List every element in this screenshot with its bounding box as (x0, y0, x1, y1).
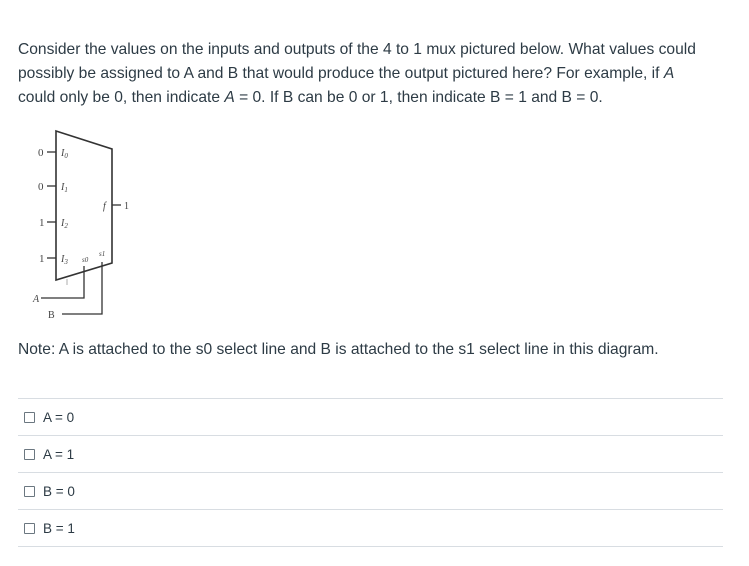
b-label: B (48, 310, 55, 321)
input-value-1: 0 (38, 181, 44, 193)
input-value-2: 1 (39, 217, 45, 229)
question-text: Consider the values on the inputs and ou… (18, 38, 733, 111)
output-label: f (103, 201, 107, 212)
input-label-3: I3 (60, 254, 68, 266)
checkbox[interactable] (24, 522, 35, 534)
question-line-2: possibly be assigned to A and B that wou… (18, 65, 675, 83)
mux-body (55, 129, 113, 282)
question-line-1: Consider the values on the inputs and ou… (18, 41, 696, 58)
s1-label: s1 (99, 250, 105, 258)
answer-label: B = 0 (43, 483, 75, 499)
answer-option-a-1[interactable]: A = 1 (18, 435, 723, 472)
checkbox[interactable] (24, 411, 35, 423)
output-value: 1 (124, 201, 129, 212)
answer-option-a-0[interactable]: A = 0 (18, 398, 723, 435)
input-label-2: I2 (60, 218, 68, 230)
input-value-3: 1 (39, 253, 45, 265)
s0-label: s0 (82, 256, 89, 264)
note-text: Note: A is attached to the s0 select lin… (18, 341, 659, 358)
s0-wire (41, 266, 85, 299)
answer-label: A = 0 (43, 409, 75, 425)
s1-wire (62, 262, 103, 315)
answer-options: A = 0 A = 1 B = 0 B = 1 (18, 398, 723, 547)
input-label-0: I0 (60, 148, 68, 160)
input-label-1: I1 (60, 182, 68, 194)
answer-option-b-0[interactable]: B = 0 (18, 472, 723, 509)
a-label: A (32, 294, 40, 305)
input-value-0: 0 (38, 147, 44, 159)
answer-option-b-1[interactable]: B = 1 (18, 509, 723, 547)
answer-label: A = 1 (43, 446, 75, 462)
answer-label: B = 1 (43, 520, 75, 536)
checkbox[interactable] (24, 485, 35, 497)
checkbox[interactable] (24, 448, 35, 460)
question-line-3: could only be 0, then indicate A = 0. If… (18, 89, 603, 107)
